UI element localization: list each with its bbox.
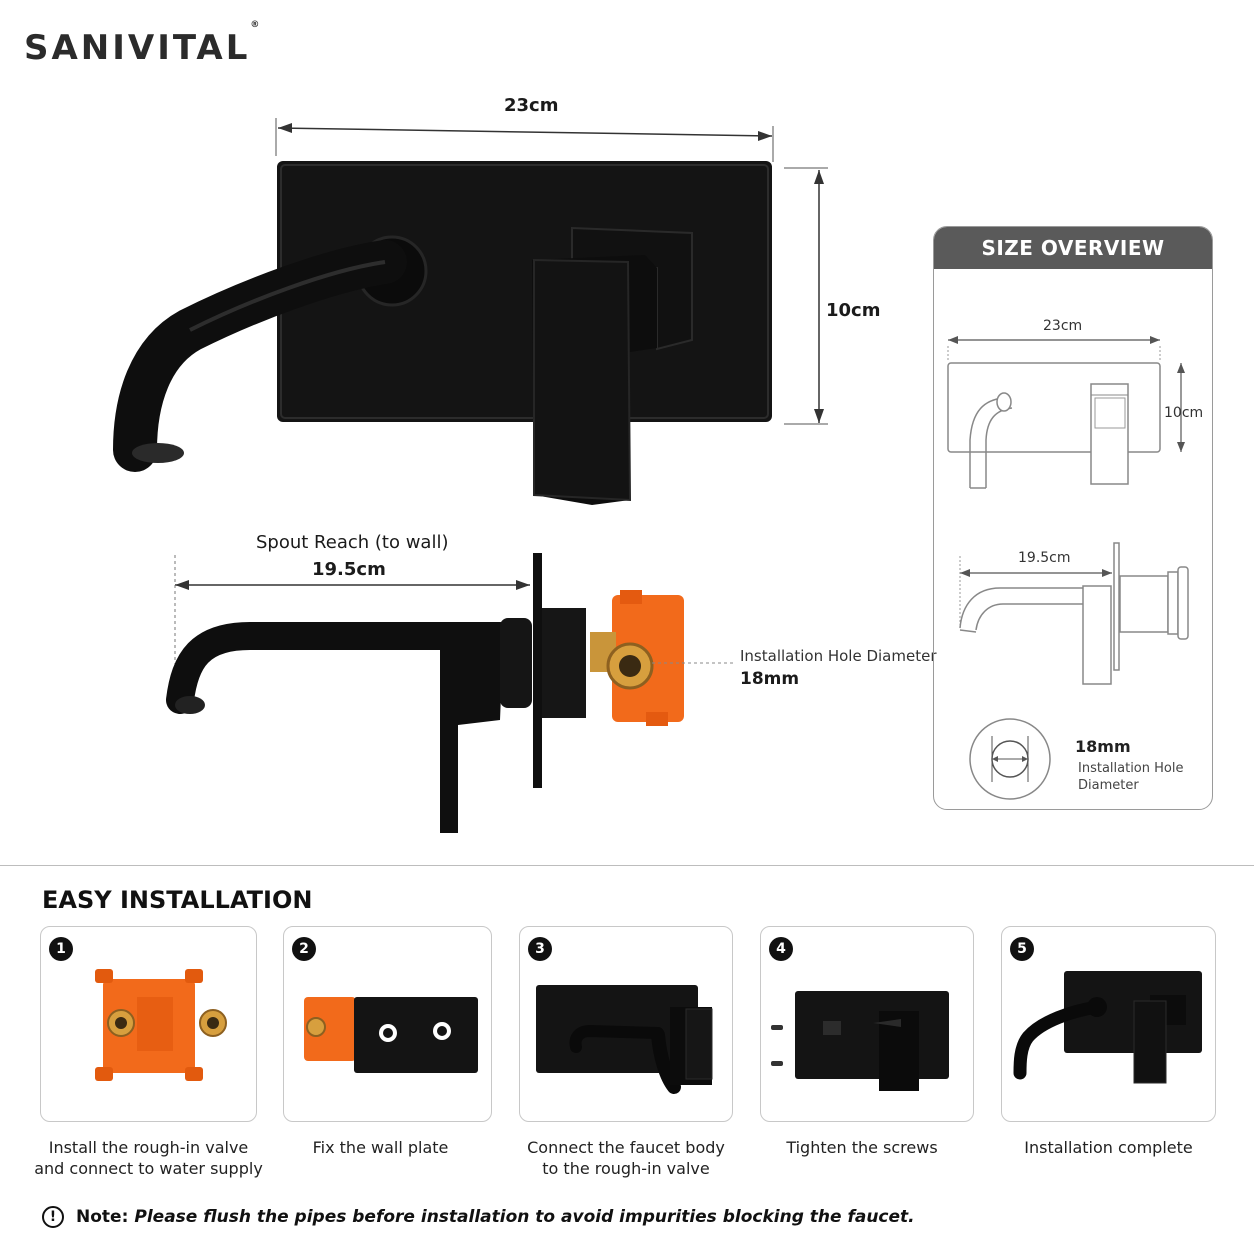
installation-title: EASY INSTALLATION <box>42 886 313 914</box>
step-card-2: 2 <box>283 926 492 1122</box>
installation-complete-image <box>1013 971 1202 1084</box>
overview-hole-value: 18mm <box>1075 737 1131 756</box>
step-card-5: 5 <box>1001 926 1216 1122</box>
step-caption-1-line1: Install the rough-in valve <box>48 1138 249 1157</box>
step-caption-1: Install the rough-in valve and connect t… <box>30 1137 267 1179</box>
step-card-4: 4 <box>760 926 974 1122</box>
hole-diameter-label: Installation Hole Diameter <box>740 647 937 665</box>
brand-logo: SANIVITAL® <box>24 20 259 68</box>
step-number-1: 1 <box>49 937 73 961</box>
step-caption-2: Fix the wall plate <box>283 1137 478 1158</box>
size-overview-title: SIZE OVERVIEW <box>934 227 1212 269</box>
step-number-3: 3 <box>528 937 552 961</box>
main-width-label: 23cm <box>504 95 559 116</box>
tighten-screws-image <box>771 991 949 1091</box>
brand-name: SANIVITAL <box>24 28 251 68</box>
registered-mark: ® <box>250 19 260 30</box>
step-card-1: 1 <box>40 926 257 1122</box>
overview-height-label: 10cm <box>1164 405 1204 421</box>
step-caption-5-line1: Installation complete <box>1024 1138 1193 1157</box>
section-divider <box>0 865 1254 866</box>
spout-reach-value: 19.5cm <box>312 559 386 580</box>
step-card-3: 3 <box>519 926 733 1122</box>
step-number-5: 5 <box>1010 937 1034 961</box>
step-caption-4-line1: Tighten the screws <box>786 1138 938 1157</box>
overview-reach-label: 19.5cm <box>1018 550 1071 566</box>
step-caption-4: Tighten the screws <box>760 1137 964 1158</box>
note-label: Note: <box>76 1207 129 1227</box>
exclamation-icon: ! <box>42 1206 64 1228</box>
note: ! Note: Please flush the pipes before in… <box>42 1206 915 1228</box>
step-caption-3-line2: to the rough-in valve <box>542 1159 710 1178</box>
overview-hole-label-2: Diameter <box>1078 778 1139 793</box>
step-caption-3: Connect the faucet body to the rough-in … <box>519 1137 733 1179</box>
step-number-4: 4 <box>769 937 793 961</box>
step-number-2: 2 <box>292 937 316 961</box>
overview-width-label: 23cm <box>1043 318 1083 334</box>
wall-plate-image <box>304 997 478 1073</box>
step-caption-2-line1: Fix the wall plate <box>312 1138 449 1157</box>
note-text: Please flush the pipes before installati… <box>134 1207 915 1227</box>
overview-hole-label-1: Installation Hole <box>1078 761 1184 776</box>
step-caption-5: Installation complete <box>1001 1137 1216 1158</box>
size-overview-panel: SIZE OVERVIEW <box>933 226 1213 810</box>
step-caption-1-line2: and connect to water supply <box>34 1159 263 1178</box>
hole-diameter-value: 18mm <box>740 669 800 689</box>
step-caption-3-line1: Connect the faucet body <box>527 1138 725 1157</box>
connect-faucet-image <box>536 985 713 1094</box>
spout-reach-label: Spout Reach (to wall) <box>256 532 449 553</box>
rough-in-valve-image <box>95 969 227 1081</box>
main-height-label: 10cm <box>826 300 881 321</box>
